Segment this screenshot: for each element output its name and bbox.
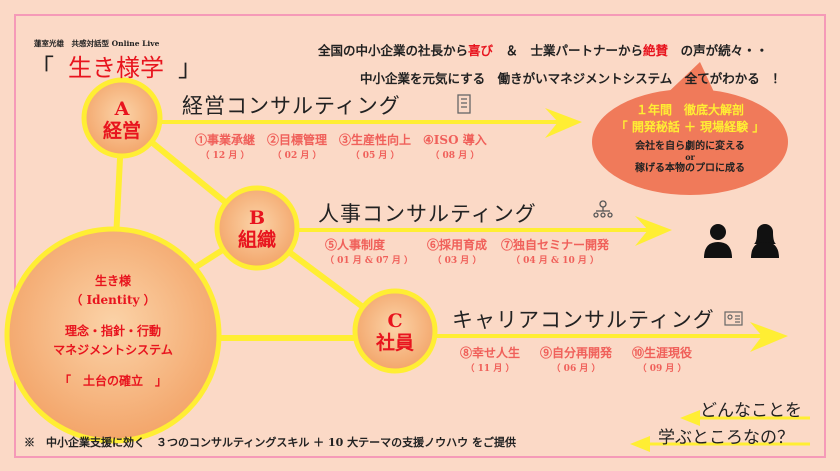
theme-item: ③生産性向上 （ 05 月 ） [339,131,411,161]
core-subtitle: （ Identity ） [70,293,156,307]
node-name: 組織 [237,229,276,251]
theme-item: ⑨自分再開発 （ 06 月 ） [540,344,612,374]
theme-month: （ 11 月 ） [465,364,515,374]
consulting-title: キャリアコンサルティング [452,308,715,332]
theme-label: ⑩生涯現役 [632,346,693,360]
businesswoman-icon [751,224,779,258]
core-foundation: 「 土台の確立 」 [58,374,167,388]
bubble-text: 会社を自ら劇的に変える [635,141,745,152]
theme-item: ⑦独自セミナー開発 （ 04 月 & 10 月 ） [501,236,609,266]
theme-label: ⑦独自セミナー開発 [501,238,610,252]
headline-line2: 中小企業を元気にする 働きがいマネジメントシステム 全てがわかる ！ [360,71,785,86]
node-b-circle [214,185,300,271]
core-title: 生き様 [94,274,131,288]
org-chart-icon [593,200,613,218]
theme-list-b: ⑤人事制度 （ 01 月 & 07 月 ） ⑥採用育成 （ 03 月 ） ⑦独自セミ… [325,236,609,266]
theme-item: ②目標管理 （ 02 月 ） [267,131,327,161]
consulting-title: 人事コンサルティング [318,202,537,226]
node-name: 社員 [375,332,414,354]
title-bracket-close: 」 [178,54,202,82]
byline: 蓮室光雄 共感対話型 Online Live [34,39,160,48]
businessman-icon [704,224,732,258]
theme-label: ④ISO 導入 [423,133,487,147]
speech-bubble: １年間 徹底大解剖 「 開発秘話 ＋ 現場経験 」 会社を自ら劇的に変える or… [600,102,780,175]
core-text: 理念・指針・行動 [64,324,161,338]
theme-month: （ 06 月 ） [551,364,601,374]
core-circle [4,226,222,444]
speech-bubble-shape [592,62,788,195]
theme-label: ⑥採用育成 [426,238,487,252]
theme-month: （ 04 月 & 10 月 ） [511,256,599,266]
theme-item: ①事業承継 （ 12 月 ） [195,131,255,161]
theme-month: （ 03 月 ） [432,256,482,266]
theme-month: （ 05 月 ） [350,151,400,161]
headline-text: ＆ 士業パートナーから [493,43,644,58]
bubble-headline: １年間 徹底大解剖 [635,103,744,117]
theme-label: ⑨自分再開発 [540,346,613,360]
theme-label: ⑤人事制度 [325,238,386,252]
theme-month: （ 08 月 ） [430,151,480,161]
node-letter: C [387,310,403,332]
title-bracket-open: 「 [30,54,54,82]
headline-highlight: 絶賛 [643,43,669,58]
headline-highlight: 喜び [468,43,494,58]
footer-note: ※ 中小企業支援に効く ３つのコンサルティングスキル ＋ 10 大テーマの支援ノ… [24,436,516,449]
page-title: 「生き様学」 [30,48,202,83]
building-icon [457,94,471,114]
theme-item: ⑤人事制度 （ 01 月 & 07 月 ） [325,236,413,266]
bubble-headline: 「 開発秘話 ＋ 現場経験 」 [615,120,765,134]
node-letter: A [114,98,130,120]
theme-list-a: ①事業承継 （ 12 月 ） ②目標管理 （ 02 月 ） ③生産性向上 （ 05 月… [195,131,487,161]
theme-item: ④ISO 導入 （ 08 月 ） [423,131,487,161]
question-line1: どんなことを [700,401,802,421]
theme-item: ⑥採用育成 （ 03 月 ） [427,236,487,266]
theme-item: ⑩生涯現役 （ 09 月 ） [632,344,692,374]
theme-month: （ 02 月 ） [272,151,322,161]
bubble-text: or [685,152,695,162]
headline-text: の声が続々・・ [668,43,769,58]
id-card-icon [724,311,743,326]
question-line2: 学ぶところなの？ [658,428,794,448]
title-text: 生き様学 [68,54,164,82]
node-name: 経営 [102,120,141,142]
node-c-circle [352,288,438,374]
slide-frame [14,14,826,458]
node-letter: B [248,207,266,229]
headline-text: 全国の中小企業の社長から [318,43,469,58]
consulting-title: 経営コンサルティング [182,94,401,118]
theme-label: ③生産性向上 [339,133,412,147]
core-text: マネジメントシステム [53,343,173,357]
bubble-text: 稼げる本物のプロに成る [635,163,745,174]
core-label: 生き様 （ Identity ） 理念・指針・行動 マネジメントシステム 「 土… [23,272,203,391]
node-a-circle [81,77,163,159]
theme-month: （ 01 月 & 07 月 ） [325,256,413,266]
theme-month: （ 09 月 ） [637,364,687,374]
theme-label: ⑧幸せ人生 [460,346,521,360]
theme-label: ②目標管理 [267,133,328,147]
theme-list-c: ⑧幸せ人生 （ 11 月 ） ⑨自分再開発 （ 06 月 ） ⑩生涯現役 （ 09 月… [460,344,692,374]
theme-item: ⑧幸せ人生 （ 11 月 ） [460,344,520,374]
theme-month: （ 12 月 ） [200,151,250,161]
theme-label: ①事業承継 [195,133,256,147]
headline-line1: 全国の中小企業の社長から喜び ＆ 士業パートナーから絶賛 の声が続々・・ [318,40,768,59]
